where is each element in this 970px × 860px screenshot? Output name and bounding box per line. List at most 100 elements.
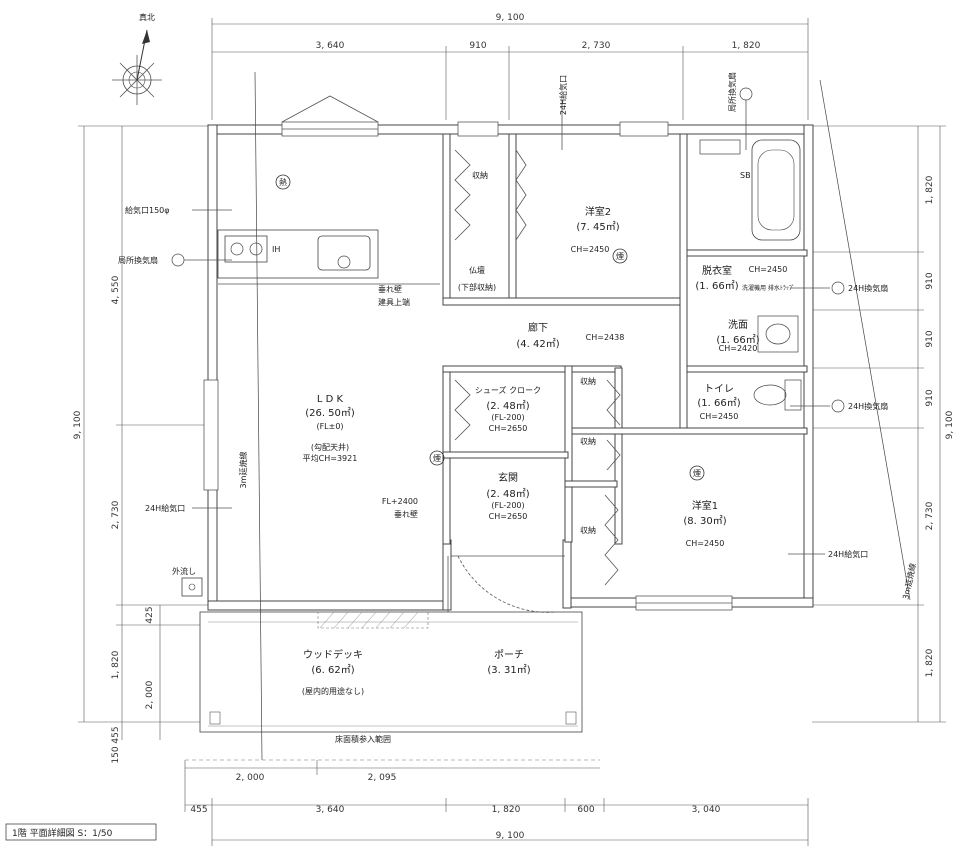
- dim-right-part: 910: [925, 330, 935, 347]
- dim-bottom-row2: 1, 820: [492, 805, 521, 815]
- storage-label: 収納: [472, 170, 488, 180]
- room-name: 洋室2: [585, 205, 611, 218]
- room-ch: CH=2450: [571, 245, 610, 254]
- room-ch: CH=2650: [489, 424, 528, 433]
- dim-right-part: 1, 820: [925, 648, 935, 677]
- dim-top-part: 2, 730: [582, 41, 611, 51]
- room-ch: CH=2650: [489, 512, 528, 521]
- supply24-left-label: 24H給気口: [145, 503, 185, 513]
- dim-bottom-row2: 3, 040: [692, 805, 721, 815]
- hanging-wall2-label: 垂れ壁: [394, 509, 418, 519]
- ih-label: IH: [272, 245, 280, 254]
- storage-label: 収納: [580, 436, 596, 446]
- room-area: (4. 42㎡): [516, 338, 559, 350]
- room-area: (7. 45㎡): [576, 221, 619, 233]
- room-ch: CH=2450: [686, 539, 725, 548]
- extension-line-label: 3m延焼線: [238, 452, 248, 489]
- hanging-wall-label: 垂れ壁: [378, 284, 402, 294]
- room-butsudan: 仏壇 (下部収納): [458, 265, 496, 292]
- smoke-detector-label: 煙: [616, 252, 624, 261]
- dim-left-part: 150 455: [111, 726, 121, 763]
- fl2400-label: FL+2400: [382, 497, 418, 506]
- vent-markers: [171, 87, 845, 555]
- room-area: (6. 62㎡): [311, 664, 354, 676]
- room-name: ウッドデッキ: [303, 648, 363, 661]
- room-name: 洋室1: [692, 499, 718, 512]
- room-area: (2. 48㎡): [486, 488, 529, 500]
- local-fan-left-label: 局所換気扇: [118, 255, 158, 265]
- dim-top-part: 910: [469, 41, 486, 51]
- room-dressing: 脱衣室 (1. 66㎡) CH=2450 洗濯機用 排水ﾄﾗｯﾌﾟ: [695, 264, 795, 292]
- room-fl: (FL±0): [316, 422, 343, 431]
- room-name: ポーチ: [494, 649, 524, 661]
- room-entrance: 玄関 (2. 48㎡) (FL-200) CH=2650: [486, 471, 529, 521]
- dim-left-part: 425: [145, 606, 155, 623]
- room-fl: (FL-200): [491, 413, 524, 422]
- kitchen-counter: [217, 229, 440, 285]
- supply24-right-label: 24H給気口: [828, 549, 868, 559]
- dim-top-part: 3, 640: [316, 41, 345, 51]
- dim-bottom-row2: 455: [190, 805, 207, 815]
- room-name: 洗面: [728, 319, 748, 331]
- room-area: (2. 48㎡): [486, 400, 529, 412]
- room-name: L D K: [317, 394, 344, 405]
- room-area: (1. 66㎡): [697, 397, 740, 409]
- bottom-dimension-lines: 2, 000 2, 095 455 3, 640 1, 820 600 3, 0…: [184, 760, 809, 846]
- outdoor-sink-label: 外流し: [172, 566, 196, 576]
- room-note: 洗濯機用 排水ﾄﾗｯﾌﾟ: [742, 284, 795, 292]
- dim-top-part: 1, 820: [732, 41, 761, 51]
- dim-bottom-row1: 2, 000: [236, 773, 265, 783]
- room-area: (3. 31㎡): [487, 664, 530, 676]
- room-name: シューズ クローク: [475, 385, 541, 395]
- smoke-detector-label: 煙: [433, 454, 441, 463]
- room-name: 廊下: [528, 321, 548, 334]
- drawing-title: 1階 平面詳細図 S：1/50: [12, 827, 113, 839]
- room-ch: CH=2420: [719, 344, 758, 353]
- supply150-label: 給気口150φ: [125, 205, 170, 215]
- dim-top-total: 9, 100: [496, 13, 525, 23]
- fixture-top-label: 建具上端: [378, 297, 410, 307]
- north-compass: 真北: [112, 12, 162, 105]
- title-block: 1階 平面詳細図 S：1/50: [5, 823, 157, 841]
- dim-right-total: 9, 100: [945, 410, 955, 439]
- dim-bottom-total: 9, 100: [496, 831, 525, 841]
- room-area: (8. 30㎡): [683, 515, 726, 527]
- north-label: 真北: [139, 12, 155, 22]
- room-wood-deck: ウッドデッキ (6. 62㎡) (屋内的用途なし): [302, 648, 364, 696]
- bathtub: [699, 139, 801, 241]
- extension-line-label-right: 3m延焼線: [900, 562, 917, 600]
- dim-right-part: 910: [925, 272, 935, 289]
- room-porch: ポーチ (3. 31㎡): [487, 649, 530, 676]
- room-area: (26. 50㎡): [305, 407, 355, 419]
- dim-left-part: 4, 550: [111, 275, 121, 304]
- smoke-detector-label: 煙: [693, 469, 701, 478]
- room-note: (屋内的用途なし): [302, 686, 364, 696]
- closet-doors: [454, 149, 621, 586]
- toilet-fixture: [753, 379, 802, 411]
- sb-label: SB: [740, 171, 751, 180]
- exhaust24-top-label: 24H給気口: [558, 75, 568, 115]
- dim-left-total: 9, 100: [73, 410, 83, 439]
- room-fl: (FL-200): [491, 501, 524, 510]
- room-washroom: 洗面 (1. 66㎡) CH=2420: [716, 319, 759, 353]
- fire-extension-lines: [254, 71, 911, 761]
- right-dimension-lines: 9, 100 1, 820 910 910 910 2, 730 1, 820: [812, 125, 955, 723]
- room-sub: (下部収納): [458, 282, 496, 292]
- room-ldk: L D K (26. 50㎡) (FL±0) (勾配天井) 平均CH=3921: [303, 394, 358, 463]
- fan24-label-2: 24H換気扇: [848, 401, 888, 411]
- dim-left-part: 1, 820: [111, 650, 121, 679]
- dim-right-part: 2, 730: [925, 501, 935, 530]
- outdoor-sink: [181, 577, 203, 597]
- room-avg: 平均CH=3921: [303, 453, 358, 463]
- fan24-label-1: 24H換気扇: [848, 283, 888, 293]
- dim-bottom-row1: 2, 095: [368, 773, 397, 783]
- room-area: (1. 66㎡): [716, 334, 759, 346]
- room-name: トイレ: [704, 384, 734, 395]
- floor-area-note: 床面積参入範囲: [335, 734, 391, 744]
- left-dimension-lines: 9, 100 4, 550 2, 730 425 1, 820 2, 000 1…: [73, 125, 210, 764]
- dim-bottom-row2: 3, 640: [316, 805, 345, 815]
- dim-bottom-row2: 600: [577, 805, 594, 815]
- exterior-walls: [203, 95, 814, 611]
- dim-right-part: 910: [925, 389, 935, 406]
